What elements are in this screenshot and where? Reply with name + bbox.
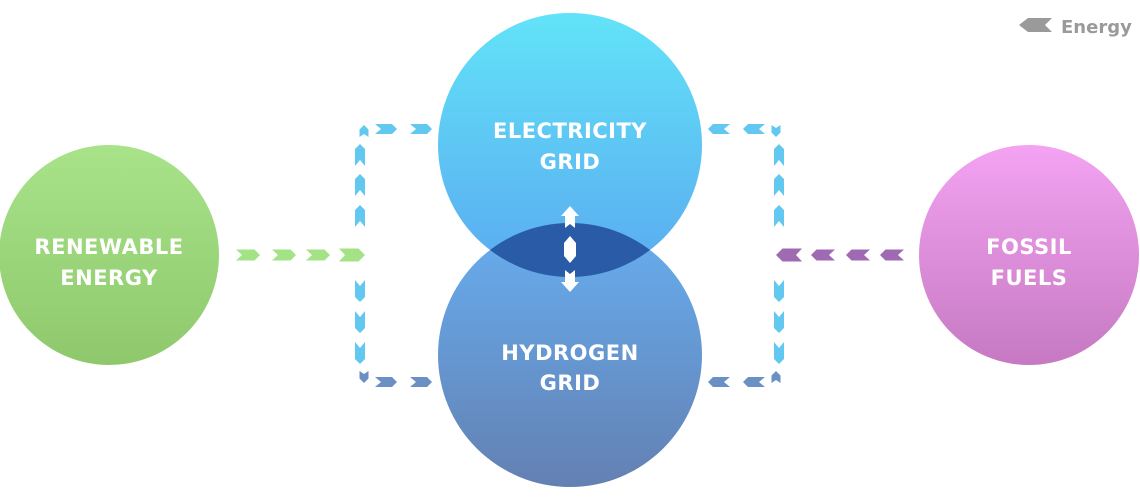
hydrogen-label-line1: HYDROGEN: [501, 341, 638, 365]
to-hydrogen-right-arrow: [743, 377, 765, 387]
fossil-flow-arrow: [776, 248, 802, 262]
exchange-down-head: [561, 270, 579, 292]
left-bus-up-arrow: [355, 205, 365, 227]
exchange-middle-segment: [564, 236, 576, 263]
right-bus-down-arrow: [774, 342, 784, 364]
left-bottom-corner-arrow: [359, 371, 369, 383]
chevron-arrow-icon: [1019, 18, 1052, 32]
left-top-corner-arrow: [359, 125, 369, 137]
renewable-label-line1: RENEWABLE: [34, 235, 183, 259]
renewable-flow-arrow: [339, 248, 365, 262]
left-bus-down-arrow: [355, 311, 365, 333]
electricity-label-line2: GRID: [540, 150, 601, 174]
to-electricity-left-arrow: [410, 124, 432, 134]
grid-exchange-arrow: [561, 206, 579, 292]
to-hydrogen-right-arrow: [708, 377, 730, 387]
node-electricity-grid: [438, 13, 702, 277]
left-bus-up-arrow: [355, 174, 365, 196]
node-renewable-energy: RENEWABLE ENERGY: [0, 145, 219, 365]
left-bus-down-arrow: [355, 342, 365, 364]
right-bus-up-arrow: [774, 144, 784, 166]
to-hydrogen-left-arrow: [410, 377, 432, 387]
legend: Energy: [1019, 17, 1132, 38]
to-electricity-left-arrow: [375, 124, 397, 134]
left-bus-up-arrow: [355, 144, 365, 166]
fossil-flow-arrow: [880, 249, 904, 261]
legend-label: Energy: [1061, 17, 1132, 38]
exchange-up-head: [561, 206, 579, 228]
fossil-label-line2: FUELS: [991, 266, 1068, 290]
renewable-flow-arrow: [306, 249, 330, 261]
fossil-flow-arrow: [811, 249, 835, 261]
fossil-flow-arrow: [846, 249, 870, 261]
to-hydrogen-left-arrow: [375, 377, 397, 387]
right-bottom-corner-arrow: [771, 371, 781, 383]
hydrogen-label-line2: GRID: [540, 371, 601, 395]
fossil-label-line1: FOSSIL: [986, 235, 1072, 259]
legend-arrow-shape: [1019, 18, 1052, 32]
right-bus-down-arrow: [774, 311, 784, 333]
to-electricity-right-arrow: [743, 124, 765, 134]
electricity-label-line1: ELECTRICITY: [493, 119, 647, 143]
right-bus-up-arrow: [774, 205, 784, 227]
node-fossil-fuels: FOSSIL FUELS: [919, 145, 1139, 365]
electricity-grid-labels: ELECTRICITY GRID: [493, 119, 647, 174]
renewable-label-line2: ENERGY: [60, 266, 158, 290]
flow-arrows: [236, 124, 904, 387]
renewable-flow-arrow: [272, 249, 296, 261]
right-top-corner-arrow: [771, 125, 781, 137]
right-bus-down-arrow: [774, 280, 784, 302]
hydrogen-grid-labels: HYDROGEN GRID: [501, 341, 638, 395]
left-bus-down-arrow: [355, 280, 365, 302]
right-bus-up-arrow: [774, 174, 784, 196]
to-electricity-right-arrow: [708, 124, 730, 134]
node-hydrogen-grid: [438, 223, 702, 487]
renewable-flow-arrow: [236, 249, 260, 261]
